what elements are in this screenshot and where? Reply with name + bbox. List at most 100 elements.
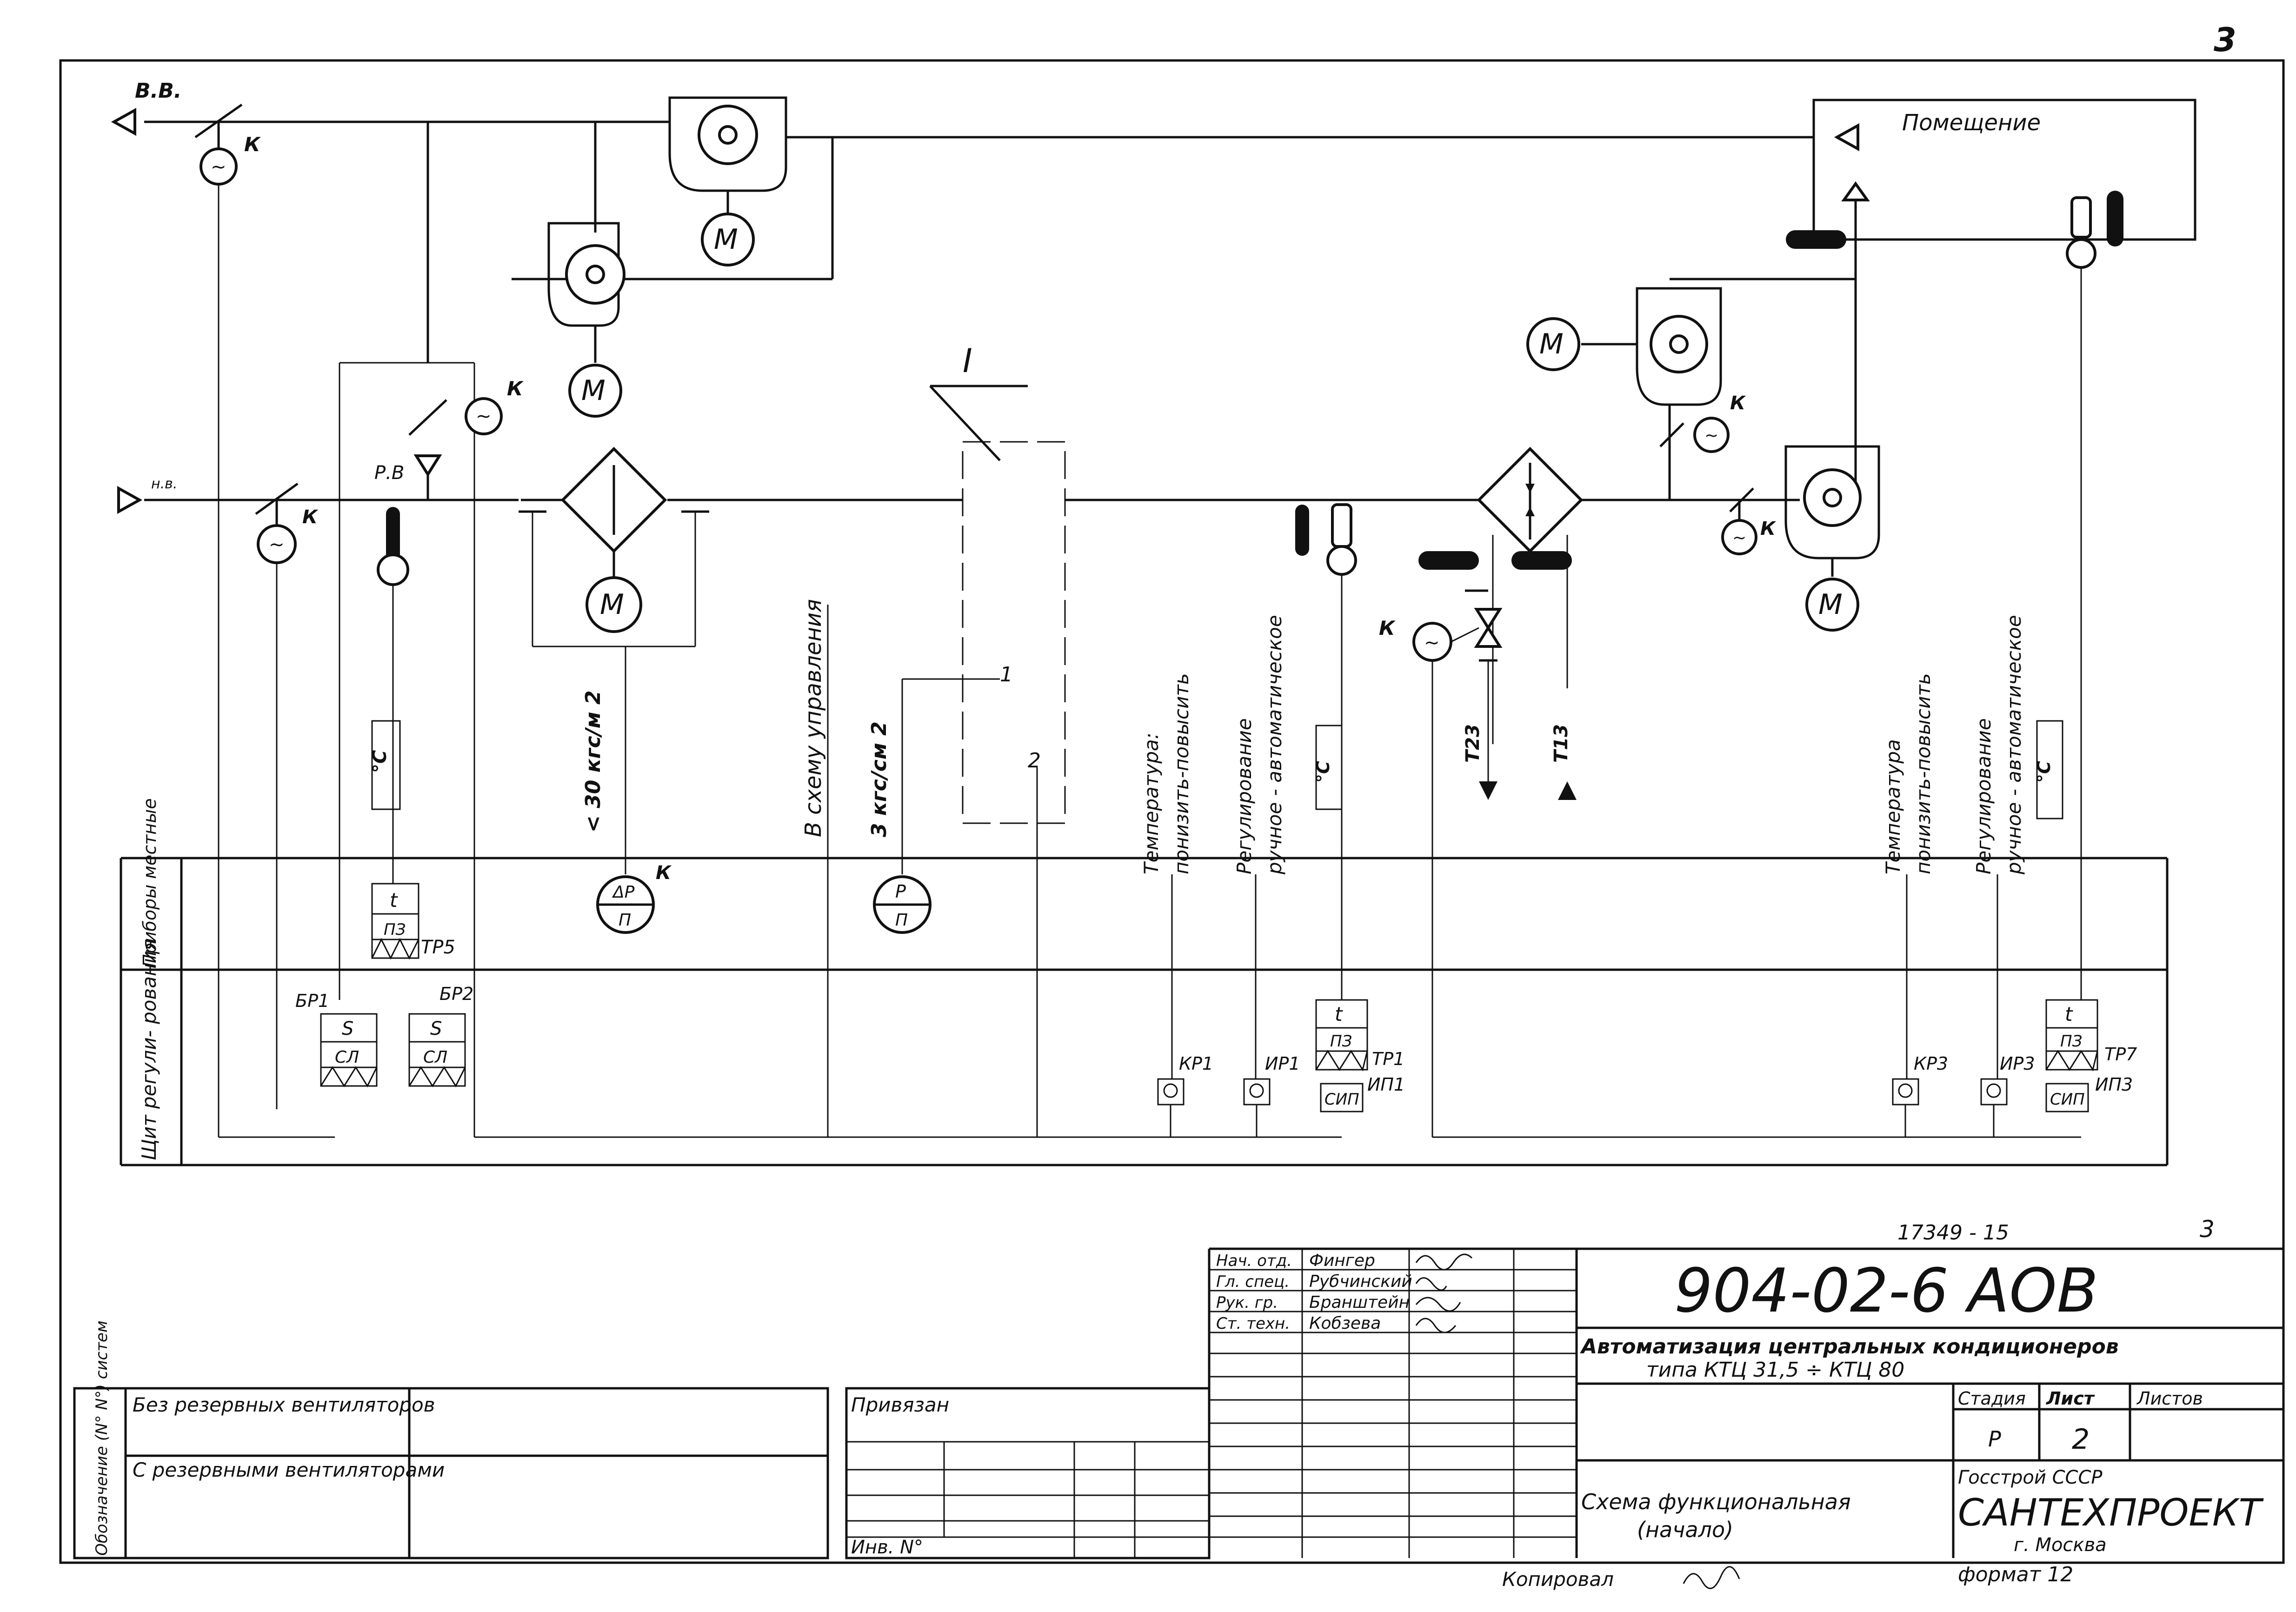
ir3-switch: ИР3 bbox=[1980, 1053, 2035, 1137]
sig-name-1: Фингер bbox=[1309, 1251, 1375, 1270]
temp1b-label: понизить-повысить bbox=[1170, 673, 1193, 874]
br2-sl-label: СЛ bbox=[423, 1048, 447, 1067]
actuator-symbol: ~ bbox=[211, 156, 226, 178]
copied-by-label: Копировал bbox=[1502, 1568, 1614, 1591]
humidity-sensor-icon bbox=[2107, 191, 2123, 246]
control-labels-2: Температура понизить-повысить Регулирова… bbox=[1882, 615, 2063, 1079]
sig-role-3: Рук. гр. bbox=[1216, 1293, 1278, 1312]
section-i-block: I 1 2 3 кгс/см 2 bbox=[867, 342, 1066, 1137]
hygrometer-icon bbox=[2070, 196, 2092, 239]
br1-label: БР1 bbox=[295, 991, 329, 1011]
motor-label-2: М bbox=[581, 374, 606, 407]
title-line-2: типа КТЦ 31,5 ÷ КТЦ 80 bbox=[1646, 1358, 1904, 1382]
kr1-switch: КР1 bbox=[1157, 1053, 1213, 1137]
point-2-label: 2 bbox=[1028, 749, 1041, 773]
relay-br2: S СЛ БР2 bbox=[408, 984, 473, 1088]
kr3-label: КР3 bbox=[1914, 1053, 1948, 1074]
temp1-label: Температура: bbox=[1140, 733, 1163, 874]
sig-name-3: Бранштейн bbox=[1309, 1293, 1410, 1312]
org-line-2: САНТЕХПРОЕКТ bbox=[1958, 1491, 2264, 1534]
motor-icon-2 bbox=[568, 364, 622, 418]
sheets-header: Листов bbox=[2136, 1388, 2203, 1409]
sip1-label: СИП bbox=[1324, 1090, 1359, 1109]
motor-label-5: М bbox=[1818, 588, 1843, 621]
p-gauge-p-label: П bbox=[895, 911, 908, 930]
pressure-gauge: P П bbox=[873, 875, 932, 934]
label-room: Помещение bbox=[1902, 110, 2041, 136]
sig-name-4: Кобзева bbox=[1309, 1314, 1381, 1333]
tr5-t-label: t bbox=[390, 889, 398, 912]
label-outside-air: н.в. bbox=[151, 476, 177, 492]
signature-scribble-1 bbox=[1415, 1253, 1473, 1271]
valve-icon bbox=[1474, 608, 1503, 631]
actuator-symbol-2: ~ bbox=[269, 534, 285, 555]
reg2-label: Регулирование bbox=[1972, 718, 1995, 874]
reg1-label: Регулирование bbox=[1233, 718, 1256, 874]
tr7-pz-label: ПЗ bbox=[2060, 1032, 2082, 1051]
org-line-3: г. Москва bbox=[2014, 1534, 2107, 1556]
room-block: Помещение bbox=[1786, 99, 2196, 1000]
pressure-diff-label: < 30 кгс/м 2 bbox=[581, 690, 605, 833]
br2-s-label: S bbox=[430, 1018, 442, 1039]
motor-icon-4 bbox=[1526, 317, 1580, 371]
ip1-label: ИП1 bbox=[1367, 1074, 1405, 1095]
label-k-3: К bbox=[507, 377, 524, 400]
supply-arrow-icon bbox=[1558, 781, 1577, 800]
room-supply-arrow-icon bbox=[1841, 181, 1870, 201]
label-rv: Р.В bbox=[374, 462, 404, 484]
room-temp-sensor-icon bbox=[1786, 230, 1846, 249]
sig-name-2: Рубчинский bbox=[1309, 1272, 1412, 1291]
deg-c-label: °C bbox=[369, 750, 391, 773]
control-rows: Приборы местные Щит регули- рования bbox=[120, 798, 2169, 1166]
sheet-header: Лист bbox=[2046, 1388, 2095, 1409]
tr7-label: ТР7 bbox=[2104, 1044, 2137, 1065]
kr3-switch: КР3 bbox=[1892, 1053, 1948, 1137]
temp2b-label: понизить-повысить bbox=[1912, 673, 1935, 874]
return-arrow-icon bbox=[1479, 781, 1497, 800]
variants-block: Обозначение (N° N°) систем Без резервных… bbox=[73, 1320, 829, 1559]
motor-icon-3 bbox=[586, 576, 642, 633]
recirculation-damper: ~ К Р.В bbox=[339, 362, 524, 1137]
exhaust-fan-1: М bbox=[668, 96, 787, 266]
motor-icon-5 bbox=[1805, 578, 1859, 632]
exhaust-arrow-icon bbox=[111, 107, 136, 136]
temp2-label: Температура bbox=[1882, 739, 1904, 874]
outside-air-arrow-icon bbox=[117, 486, 143, 514]
ir1-switch: ИР1 bbox=[1243, 1053, 1300, 1137]
deg-c-label-2: °C bbox=[1313, 761, 1333, 783]
sheet-value: 2 bbox=[2072, 1423, 2090, 1456]
dp-label: ΔP bbox=[612, 883, 635, 902]
label-k-7: К bbox=[656, 862, 672, 884]
tie-block: Привязан Инв. N° bbox=[845, 1387, 1211, 1559]
motor-label-4: М bbox=[1539, 328, 1564, 360]
actuator-symbol-5: ~ bbox=[1704, 426, 1718, 445]
sig-role-4: Ст. техн. bbox=[1216, 1314, 1290, 1333]
t13-label: Т13 bbox=[1551, 724, 1572, 763]
ip3-label: ИП3 bbox=[2095, 1074, 2133, 1095]
motor-icon bbox=[701, 213, 755, 266]
dp-p-label: П bbox=[619, 911, 631, 930]
sig-role-1: Нач. отд. bbox=[1216, 1252, 1292, 1270]
motor-label: М bbox=[714, 223, 738, 256]
signature-scribble-4 bbox=[1415, 1318, 1457, 1333]
title-line-1: Автоматизация центральных кондиционеров bbox=[1580, 1335, 2119, 1359]
p-gauge-label: P bbox=[895, 881, 906, 902]
duct-temp-sensor: °C bbox=[369, 507, 409, 884]
label-vv: В.В. bbox=[135, 79, 182, 103]
motor-label-3: М bbox=[600, 588, 624, 621]
thermostat-tr5: t ПЗ ТР5 bbox=[371, 883, 455, 960]
drawing-frame bbox=[59, 59, 2285, 1564]
actuator-symbol-6: ~ bbox=[1732, 528, 1746, 547]
copied-signature-scribble bbox=[1683, 1566, 1740, 1589]
br2-label: БР2 bbox=[439, 984, 473, 1004]
br1-s-label: S bbox=[342, 1018, 353, 1039]
thermometer-icon bbox=[386, 507, 400, 563]
label-k-6: К bbox=[1760, 518, 1777, 540]
tr7-t-label: t bbox=[2065, 1003, 2073, 1026]
tr1-label: ТР1 bbox=[1372, 1049, 1404, 1069]
row-label-local: Приборы местные bbox=[140, 798, 160, 967]
supply-damper: ~ К bbox=[255, 482, 319, 1109]
sip3-label: СИП bbox=[2050, 1090, 2085, 1109]
